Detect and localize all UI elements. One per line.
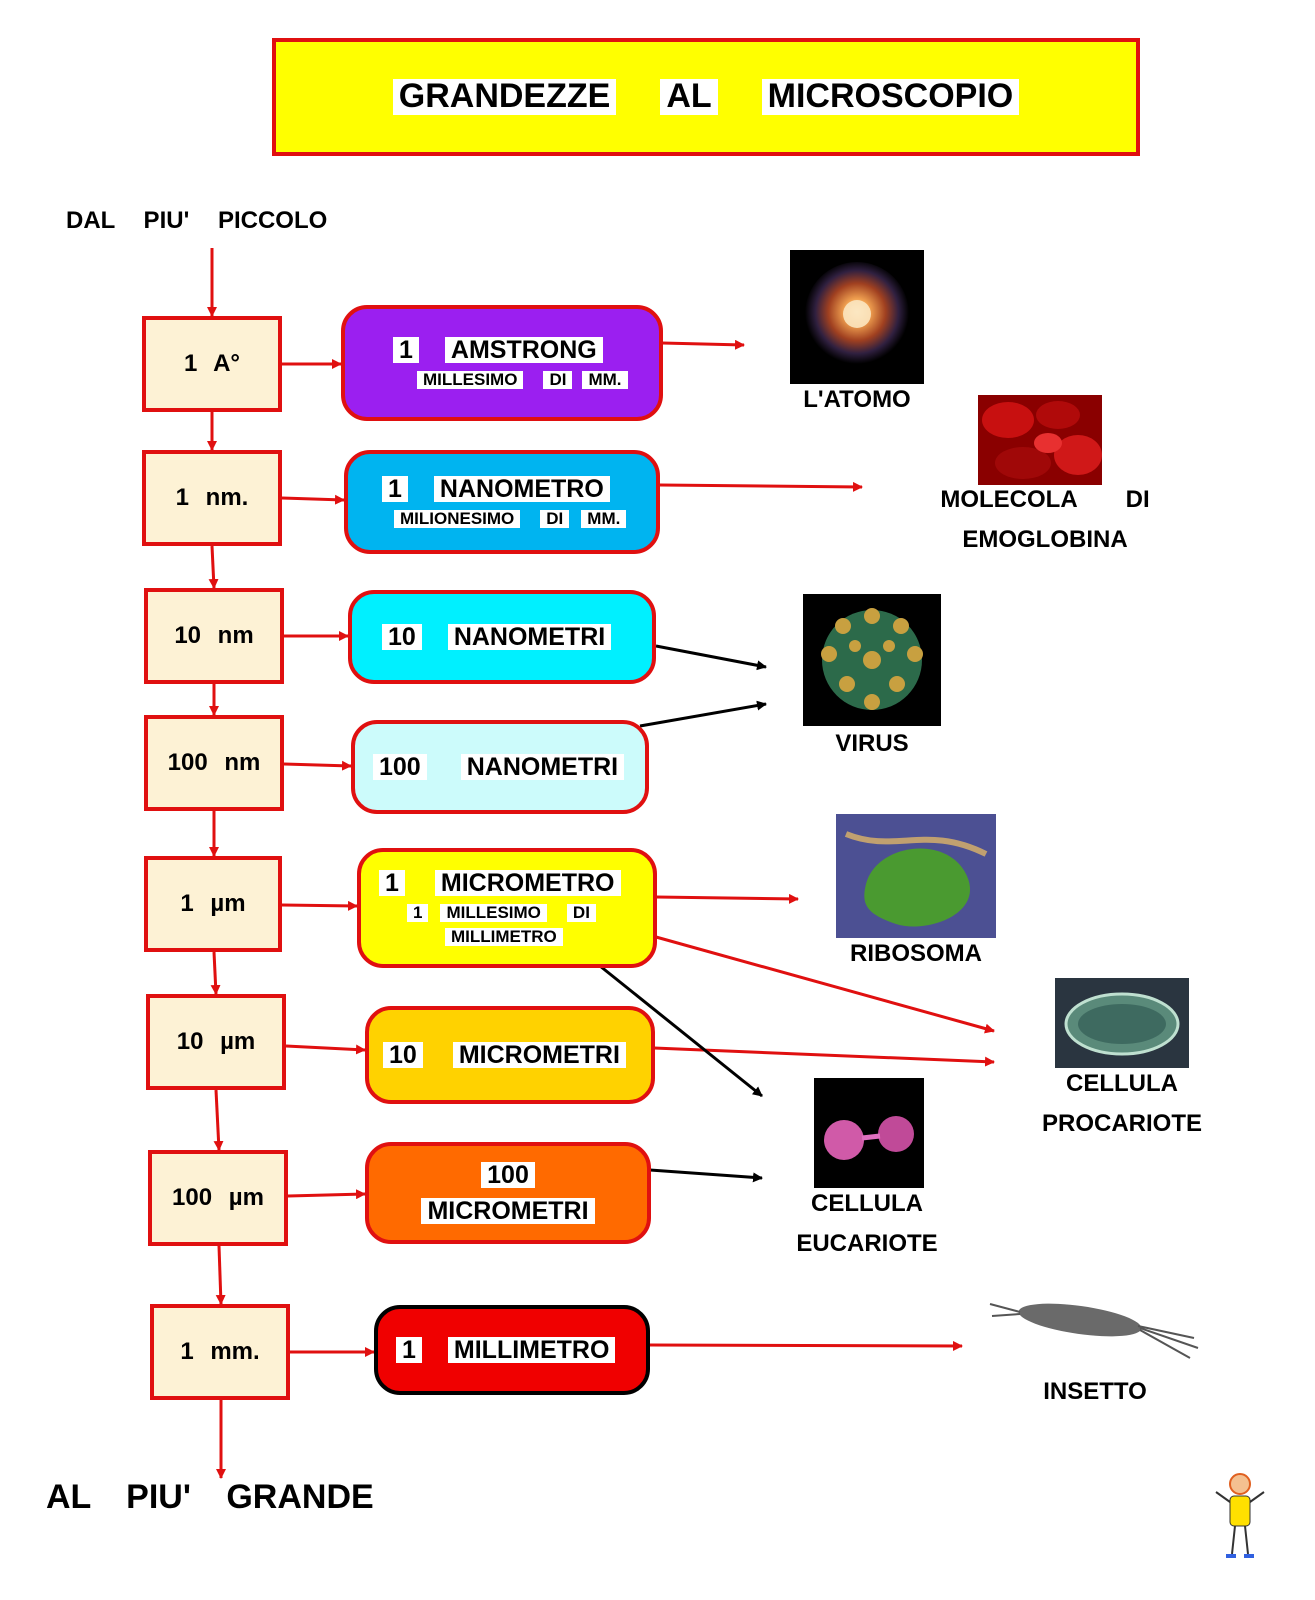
unit-number: 10 <box>383 1042 423 1068</box>
title-word-3: MICROSCOPIO <box>761 78 1020 115</box>
ribosome-image <box>836 814 996 938</box>
step-label: 10 nm <box>174 622 254 649</box>
arrow-h7 <box>287 1189 366 1200</box>
arrow-v5 <box>210 951 221 995</box>
arrow-v2 <box>208 545 219 589</box>
unit-desc: MILLIMETRO <box>445 928 563 946</box>
arrow-v7 <box>215 1245 226 1305</box>
title-banner: GRANDEZZE AL MICROSCOPIO <box>272 38 1140 156</box>
virus-caption: VIRUS <box>835 730 909 757</box>
step-box-1nm: 1 nm. <box>142 450 282 546</box>
step-box-10um: 10 µm <box>146 994 286 1090</box>
unit-name: AMSTRONG <box>444 337 603 363</box>
caption-word: DI <box>1125 486 1150 513</box>
eukaryote-image <box>814 1078 924 1188</box>
arrow-prokaryote-1 <box>655 935 995 1034</box>
unit-name: NANOMETRO <box>433 476 610 502</box>
unit-name: NANOMETRI <box>460 754 625 780</box>
caption-word: CELLULA <box>1066 1070 1178 1097</box>
unit-number: 100 <box>481 1161 535 1188</box>
unit-name: MILLIMETRO <box>447 1337 616 1363</box>
unit-name: MICROMETRI <box>421 1198 595 1224</box>
step-box-100um: 100 µm <box>148 1150 288 1246</box>
title-word-2: AL <box>660 78 718 115</box>
mascot-image <box>1210 1470 1270 1570</box>
arrow-eukaryote-2 <box>649 1168 763 1183</box>
unit-number: 100 <box>373 754 427 780</box>
flow-end-label: AL PIU' GRANDE <box>46 1478 374 1516</box>
unit-name: NANOMETRI <box>447 624 612 650</box>
caption-word: EUCARIOTE <box>796 1230 938 1257</box>
unit-pill-100um: 100 MICROMETRI <box>365 1142 651 1244</box>
unit-number: 1 <box>393 337 419 363</box>
arrow-ribosome <box>655 893 799 904</box>
arrow-insect <box>649 1340 963 1351</box>
arrow-prokaryote-2 <box>653 1046 995 1067</box>
unit-desc: MILIONESIMO <box>394 510 521 529</box>
step-label: 1 nm. <box>175 484 249 511</box>
arrow-eukaryote-1 <box>599 964 763 1098</box>
unit-number: 1 <box>382 476 408 502</box>
step-label: 100 nm <box>167 749 261 776</box>
hemoglobin-caption: MOLECOLA DI EMOGLOBINA <box>940 480 1150 560</box>
unit-pill-10um: 10 MICROMETRI <box>365 1006 655 1104</box>
arrow-h6 <box>285 1044 366 1055</box>
unit-number: 1 <box>379 870 405 896</box>
arrow-h5 <box>281 900 358 911</box>
arrow-hemoglobin <box>659 481 863 492</box>
insect-caption: INSETTO <box>1043 1378 1147 1405</box>
unit-desc: MILLESIMO <box>440 904 547 923</box>
caption-word: CELLULA <box>811 1190 923 1217</box>
insect-image <box>980 1278 1206 1378</box>
unit-desc: DI <box>566 904 596 923</box>
step-label: 1 A° <box>183 350 241 377</box>
step-box-1um: 1 µm <box>144 856 282 952</box>
caption-word: MOLECOLA <box>940 486 1078 513</box>
arrow-h4 <box>283 760 352 771</box>
flow-start-label: DAL PIU' PICCOLO <box>66 207 328 234</box>
title-word-1: GRANDEZZE <box>392 78 617 115</box>
unit-pill-angstrom: 1 AMSTRONG MILLESIMO DI MM. <box>341 305 663 421</box>
prokaryote-image <box>1055 978 1189 1068</box>
arrow-atom <box>661 339 745 350</box>
unit-name: MICROMETRO <box>434 870 621 896</box>
step-label: 100 µm <box>172 1184 264 1211</box>
arrow-virus-1 <box>655 644 767 671</box>
step-box-1mm: 1 mm. <box>150 1304 290 1400</box>
virus-image <box>803 594 941 726</box>
unit-number: 1 <box>396 1337 422 1363</box>
unit-number: 10 <box>382 624 422 650</box>
atom-image <box>790 250 924 384</box>
atom-caption: L'ATOMO <box>803 386 911 413</box>
unit-desc: DI <box>540 510 570 529</box>
unit-desc: 1 <box>407 904 429 923</box>
unit-pill-1nm: 1 NANOMETRO MILIONESIMO DI MM. <box>344 450 660 554</box>
arrow-virus-2 <box>639 700 767 728</box>
unit-desc: DI <box>543 371 573 390</box>
step-box-10nm: 10 nm <box>144 588 284 684</box>
ribosome-caption: RIBOSOMA <box>850 940 982 967</box>
unit-pill-100nm: 100 NANOMETRI <box>351 720 649 814</box>
caption-word: PROCARIOTE <box>1041 1110 1202 1137</box>
eukaryote-caption: CELLULA EUCARIOTE <box>780 1184 954 1264</box>
prokaryote-caption: CELLULA PROCARIOTE <box>1020 1064 1224 1144</box>
unit-desc: MILLESIMO <box>417 371 524 390</box>
unit-desc: MM. <box>582 371 628 390</box>
unit-pill-1mm: 1 MILLIMETRO <box>374 1305 650 1395</box>
step-label: 10 µm <box>176 1028 256 1055</box>
step-box-angstrom: 1 A° <box>142 316 282 412</box>
step-label: 1 µm <box>180 890 246 917</box>
unit-desc: MM. <box>581 510 627 529</box>
hemoglobin-image <box>978 395 1102 485</box>
arrow-h2 <box>281 494 345 505</box>
step-label: 1 mm. <box>180 1338 260 1365</box>
arrow-v6 <box>213 1089 224 1151</box>
unit-pill-10nm: 10 NANOMETRI <box>348 590 656 684</box>
step-box-100nm: 100 nm <box>144 715 284 811</box>
caption-word: EMOGLOBINA <box>962 526 1128 553</box>
unit-name: MICROMETRI <box>452 1042 626 1068</box>
